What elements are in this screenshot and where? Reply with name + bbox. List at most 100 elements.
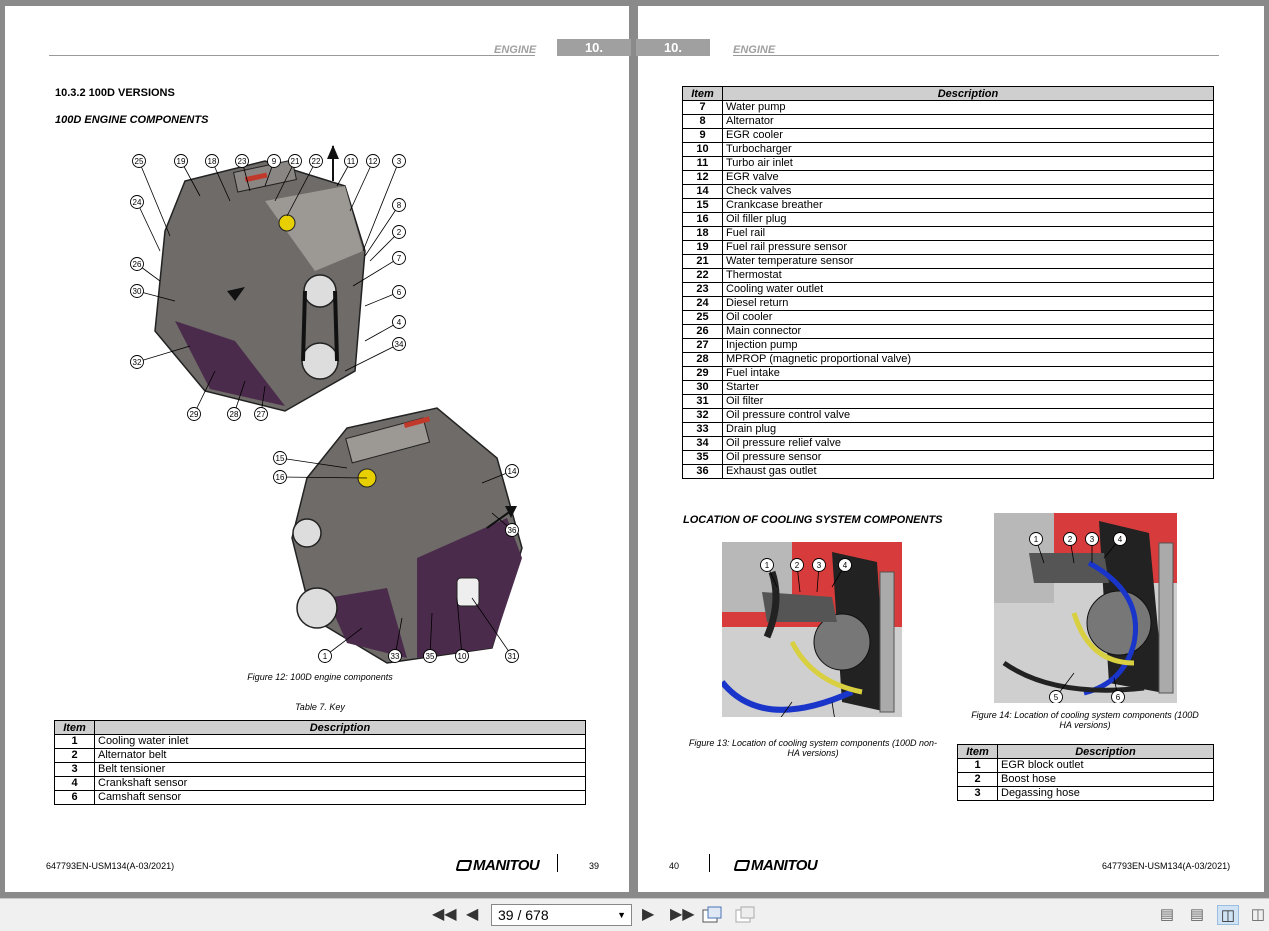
col-description-header: Description: [997, 744, 1214, 759]
callout-1: 1: [1029, 532, 1045, 564]
svg-text:8: 8: [397, 201, 402, 210]
header-chapter-number: 10.: [557, 39, 631, 56]
svg-text:9: 9: [272, 157, 277, 166]
item-number: 6: [54, 790, 95, 805]
callout-3: 3: [812, 558, 826, 593]
item-description: Camshaft sensor: [94, 790, 586, 805]
page-number-input[interactable]: 39 / 678 ▼: [491, 904, 632, 926]
svg-text:22: 22: [312, 157, 321, 166]
item-number: 24: [682, 296, 723, 311]
callout-30: 30: [130, 284, 176, 302]
callout-32: 32: [130, 345, 191, 369]
item-number: 33: [682, 422, 723, 437]
item-number: 19: [682, 240, 723, 255]
svg-text:23: 23: [238, 157, 247, 166]
continuous-icon[interactable]: ▤: [1189, 906, 1205, 923]
single-page-icon[interactable]: ▤: [1159, 906, 1175, 923]
svg-text:1: 1: [323, 652, 328, 661]
item-number: 18: [682, 226, 723, 241]
two-page-continuous-icon[interactable]: ◫: [1250, 906, 1266, 923]
item-description: Oil cooler: [722, 310, 1214, 325]
figure-14-caption: Figure 14: Location of cooling system co…: [971, 710, 1199, 730]
document-viewer[interactable]: ENGINE 10. 10.3.2 100D VERSIONS 100D ENG…: [0, 0, 1269, 898]
callout-7: 7: [352, 251, 406, 287]
item-description: Oil filler plug: [722, 212, 1214, 227]
svg-text:4: 4: [843, 561, 848, 570]
first-page-icon[interactable]: ◀◀: [432, 906, 457, 923]
item-number: 29: [682, 366, 723, 381]
chevron-down-icon[interactable]: ▼: [617, 910, 626, 920]
item-description: Turbo air inlet: [722, 156, 1214, 171]
callout-3: 3: [1085, 532, 1099, 563]
callout-23: 23: [235, 154, 251, 192]
callout-5: 5: [780, 701, 793, 717]
callout-9: 9: [264, 154, 281, 187]
fit-page-icon[interactable]: [701, 906, 723, 926]
item-number: 28: [682, 352, 723, 367]
item-description: Main connector: [722, 324, 1214, 339]
two-page-icon[interactable]: ◫: [1217, 905, 1239, 925]
svg-text:10: 10: [458, 652, 467, 661]
svg-text:18: 18: [208, 157, 217, 166]
svg-text:2: 2: [397, 228, 402, 237]
viewer-toolbar: ◀◀ ◀ ▶ ▶▶: [0, 898, 1269, 931]
callout-21: 21: [274, 154, 302, 202]
footer-document-code: 647793EN-USM134(A-03/2021): [1102, 861, 1231, 871]
header-section-word: ENGINE: [733, 44, 776, 56]
col-item-header: Item: [682, 86, 723, 101]
col-description-header: Description: [722, 86, 1214, 101]
item-description: Cooling water inlet: [94, 734, 586, 749]
svg-text:30: 30: [133, 287, 142, 296]
item-description: Alternator: [722, 114, 1214, 129]
callout-25: 25: [132, 154, 171, 237]
item-number: 3: [54, 762, 95, 777]
item-description: EGR cooler: [722, 128, 1214, 143]
callout-2: 2: [1063, 532, 1077, 564]
callout-3: 3: [362, 154, 406, 252]
svg-text:14: 14: [508, 467, 517, 476]
callout-16: 16: [273, 470, 368, 484]
callout-18: 18: [205, 154, 231, 202]
figure-14-illustration: [994, 513, 1177, 703]
table-7-caption: Table 7. Key: [295, 702, 345, 712]
svg-text:12: 12: [369, 157, 378, 166]
callout-1: 1: [318, 627, 363, 663]
item-description: Crankshaft sensor: [94, 776, 586, 791]
item-description: Degassing hose: [997, 786, 1214, 801]
item-description: EGR block outlet: [997, 758, 1214, 773]
callout-27: 27: [254, 385, 268, 421]
header-rule: [733, 55, 1219, 56]
next-page-icon[interactable]: ▶: [642, 906, 655, 923]
svg-text:2: 2: [795, 561, 800, 570]
fit-width-icon[interactable]: [734, 906, 756, 926]
svg-text:16: 16: [276, 473, 285, 482]
footer-logo: MANITOU: [455, 857, 540, 874]
item-number: 15: [682, 198, 723, 213]
svg-text:11: 11: [347, 157, 356, 166]
logo-text: MANITOU: [473, 857, 540, 874]
svg-text:32: 32: [133, 358, 142, 367]
item-number: 31: [682, 394, 723, 409]
previous-page-icon[interactable]: ◀: [466, 906, 479, 923]
item-number: 32: [682, 408, 723, 423]
last-page-icon[interactable]: ▶▶: [670, 906, 695, 923]
cooling-section-title: LOCATION OF COOLING SYSTEM COMPONENTS: [683, 514, 943, 526]
callout-33: 33: [388, 617, 403, 663]
item-number: 12: [682, 170, 723, 185]
callout-5: 5: [1049, 672, 1075, 703]
callout-14: 14: [481, 464, 519, 484]
